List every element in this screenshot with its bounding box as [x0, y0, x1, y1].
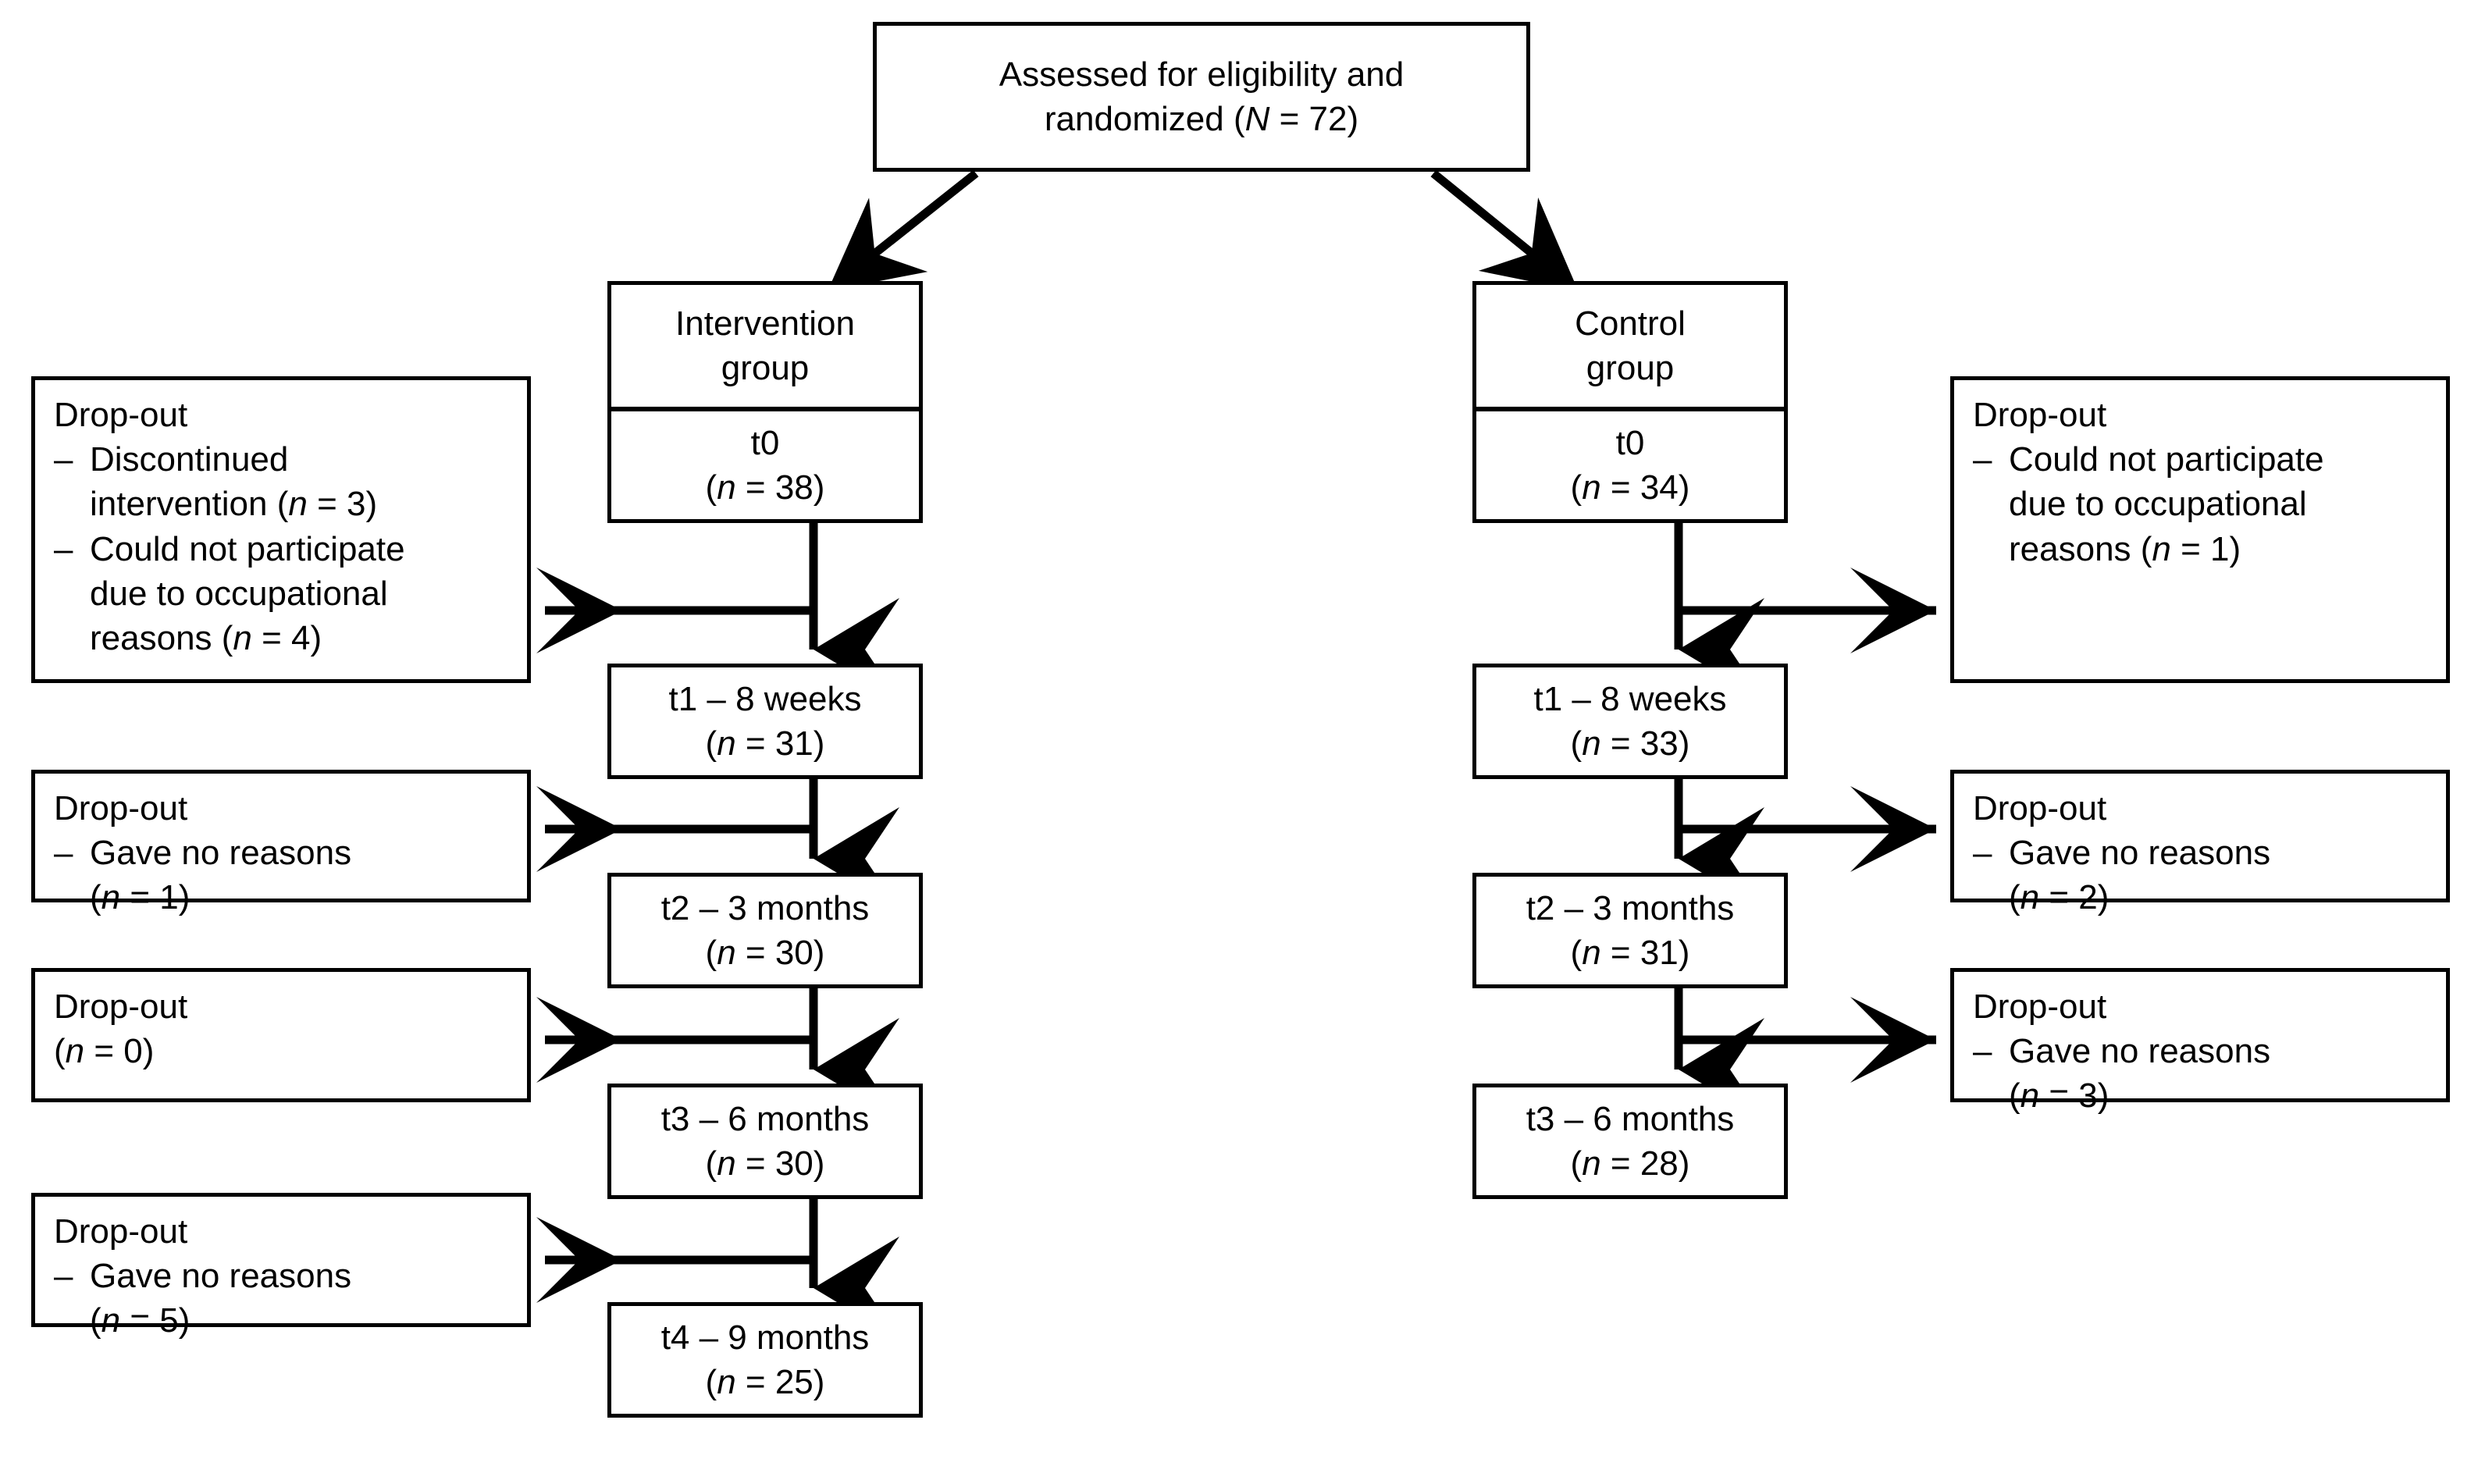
dropout-box-intervention-2: Drop-out–Gave no reasons(n = 1) [31, 770, 531, 916]
step-count: (n = 31) [1570, 934, 1690, 972]
dropout-line-text: (n = 3) [2009, 1077, 2110, 1116]
intervention-step-t2: t2 – 3 months (n = 30) [607, 873, 923, 988]
bullet-dash-icon: – [1973, 440, 1992, 479]
step-count: (n = 30) [705, 1144, 825, 1183]
dropout-line-text: Gave no reasons [90, 834, 352, 873]
dropout-bullet-line: –Gave no reasons [54, 1254, 513, 1298]
dropout-bullet-line: (n = 2) [1973, 875, 2432, 920]
control-step-t3: t3 – 6 months (n = 28) [1472, 1084, 1788, 1199]
dropout-line-text: (n = 5) [90, 1301, 190, 1340]
dropout-line-text: (n = 2) [2009, 878, 2110, 917]
step-label: t0 [1615, 423, 1645, 462]
dropout-heading: Drop-out [54, 396, 188, 434]
step-count: (n = 38) [705, 468, 825, 507]
assessed-line-1: Assessed for eligibility and [999, 55, 1405, 94]
dropout-bullet-line: intervention (n = 3) [54, 482, 513, 526]
step-label: t4 – 9 months [660, 1318, 870, 1357]
dropout-line-text: Could not participate [90, 529, 405, 568]
control-step-t0: t0 (n = 34) [1472, 407, 1788, 523]
intervention-group-header-box: Intervention group [607, 281, 923, 411]
dropout-heading: Drop-out [1973, 789, 2107, 827]
intervention-step-t1: t1 – 8 weeks (n = 31) [607, 664, 923, 779]
dropout-line-text: (n = 1) [90, 878, 190, 917]
step-count: (n = 33) [1570, 724, 1690, 763]
dropout-line-text: due to occupational [2009, 485, 2307, 524]
bullet-dash-icon: – [1973, 1032, 1992, 1071]
dropout-line-text: Gave no reasons [90, 1257, 352, 1296]
dropout-bullet-line: –Could not participate [54, 527, 513, 571]
control-step-t1: t1 – 8 weeks (n = 33) [1472, 664, 1788, 779]
dropout-bullet-line: reasons (n = 1) [1973, 527, 2432, 571]
dropout-heading: Drop-out [1973, 988, 2107, 1026]
bullet-dash-icon: – [1973, 834, 1992, 873]
step-count: (n = 31) [705, 724, 825, 763]
dropout-box-control-2: Drop-out–Gave no reasons(n = 2) [1950, 770, 2450, 916]
dropout-line-text: reasons (n = 1) [2009, 529, 2241, 568]
step-label: t1 – 8 weeks [668, 679, 862, 718]
dropout-bullet-line: (n = 3) [1973, 1073, 2432, 1118]
dropout-text-line: (n = 0) [54, 1032, 155, 1071]
intervention-step-t4: t4 – 9 months (n = 25) [607, 1302, 923, 1418]
dropout-box-control-3: Drop-out–Gave no reasons(n = 3) [1950, 968, 2450, 1115]
dropout-line-text: due to occupational [90, 574, 388, 613]
dropout-bullet-line: due to occupational [54, 571, 513, 616]
dropout-bullet-line: reasons (n = 4) [54, 616, 513, 660]
dropout-heading: Drop-out [54, 988, 188, 1026]
dropout-bullet-line: –Gave no reasons [54, 831, 513, 875]
step-count: (n = 34) [1570, 468, 1690, 507]
control-group-header-box: Control group [1472, 281, 1788, 411]
arrow-to-control [1430, 169, 1579, 291]
assessed-line-2: randomized (N = 72) [1044, 100, 1359, 138]
intervention-header-line-1: Intervention [675, 304, 855, 343]
dropout-bullet-line: –Discontinued [54, 437, 513, 482]
dropout-line-text: reasons (n = 4) [90, 618, 322, 657]
step-count: (n = 30) [705, 934, 825, 972]
bullet-dash-icon: – [54, 529, 73, 568]
step-count: (n = 28) [1570, 1144, 1690, 1183]
dropout-bullet-line: (n = 5) [54, 1298, 513, 1343]
bullet-dash-icon: – [54, 1257, 73, 1296]
dropout-heading: Drop-out [1973, 396, 2107, 434]
dropout-box-intervention-4: Drop-out–Gave no reasons(n = 5) [31, 1193, 531, 1340]
step-label: t2 – 3 months [1526, 888, 1735, 927]
dropout-line-text: intervention (n = 3) [90, 485, 378, 524]
control-step-t2: t2 – 3 months (n = 31) [1472, 873, 1788, 988]
dropout-bullet-line: due to occupational [1973, 482, 2432, 526]
step-label: t1 – 8 weeks [1533, 679, 1727, 718]
dropout-bullet-line: (n = 1) [54, 875, 513, 920]
dropout-heading: Drop-out [54, 1212, 188, 1251]
dropout-line-text: Gave no reasons [2009, 1032, 2271, 1071]
dropout-box-intervention-3: Drop-out (n = 0) [31, 968, 531, 1102]
step-label: t3 – 6 months [1526, 1099, 1735, 1138]
control-header-line-1: Control [1575, 304, 1686, 343]
step-label: t0 [750, 423, 780, 462]
bullet-dash-icon: – [54, 834, 73, 873]
bullet-dash-icon: – [54, 440, 73, 479]
dropout-line-text: Could not participate [2009, 440, 2324, 479]
dropout-bullet-line: –Gave no reasons [1973, 831, 2432, 875]
assessed-for-eligibility-box: Assessed for eligibility and randomized … [873, 22, 1530, 172]
intervention-header-line-2: group [721, 349, 810, 387]
dropout-heading: Drop-out [54, 789, 188, 827]
step-count: (n = 25) [705, 1363, 825, 1401]
dropout-line-text: Discontinued [90, 440, 289, 479]
arrow-to-intervention [828, 169, 979, 291]
intervention-step-t0: t0 (n = 38) [607, 407, 923, 523]
step-label: t3 – 6 months [660, 1099, 870, 1138]
dropout-bullet-line: –Could not participate [1973, 437, 2432, 482]
control-header-line-2: group [1586, 349, 1675, 387]
intervention-step-t3: t3 – 6 months (n = 30) [607, 1084, 923, 1199]
step-label: t2 – 3 months [660, 888, 870, 927]
dropout-line-text: Gave no reasons [2009, 834, 2271, 873]
dropout-bullet-line: –Gave no reasons [1973, 1029, 2432, 1073]
